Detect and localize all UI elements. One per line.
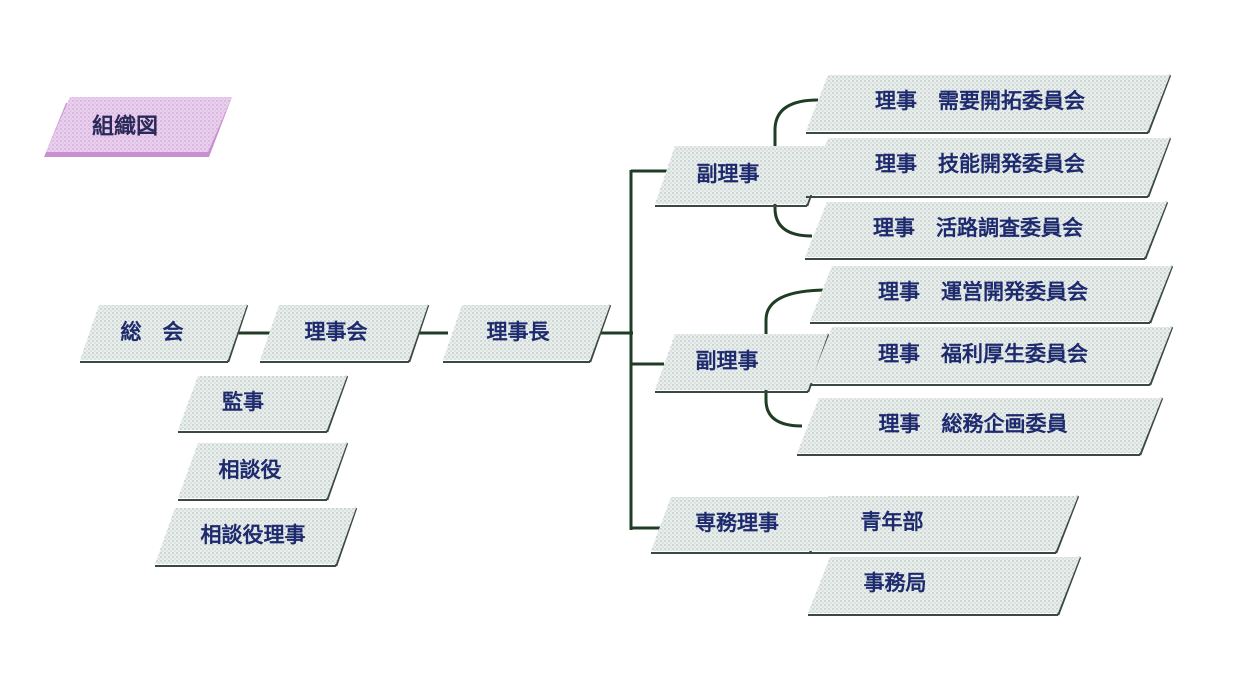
node-kanji: 監事	[178, 375, 349, 433]
node-committee-4: 理事 運営開発委員会	[810, 265, 1174, 324]
node-seinenbu-label: 青年部	[861, 510, 924, 534]
node-soudanyaku-riji-label: 相談役理事	[201, 523, 306, 547]
node-fukuriji-1: 副理事	[655, 145, 830, 207]
node-committee-3-label: 理事 活路調査委員会	[873, 216, 1083, 240]
node-committee-2: 理事 技能開発委員会	[806, 137, 1172, 198]
node-senmu-riji: 専務理事	[651, 496, 832, 554]
node-committee-4-label: 理事 運営開発委員会	[878, 280, 1088, 304]
node-fukuriji-2-label: 副理事	[696, 349, 759, 373]
node-jimukyoku-label: 事務局	[864, 571, 927, 595]
title-badge: 組織図	[44, 97, 232, 157]
node-committee-5-label: 理事 福利厚生委員会	[878, 342, 1088, 366]
node-soukai: 総 会	[80, 304, 249, 363]
node-fukuriji-2: 副理事	[655, 333, 830, 393]
node-soudanyaku-label: 相談役	[219, 458, 282, 482]
node-committee-2-label: 理事 技能開発委員会	[875, 152, 1085, 176]
page-title: 組織図	[92, 114, 158, 140]
node-rijikai: 理事会	[260, 304, 430, 363]
node-committee-5: 理事 福利厚生委員会	[810, 326, 1174, 386]
node-committee-6-label: 理事 総務企画委員	[879, 412, 1068, 436]
node-seinenbu: 青年部	[807, 495, 1080, 554]
node-soudanyaku-riji: 相談役理事	[155, 507, 358, 567]
node-kanji-label: 監事	[222, 390, 264, 414]
node-committee-3: 理事 活路調査委員会	[805, 201, 1169, 260]
node-committee-1: 理事 需要開拓委員会	[806, 74, 1172, 134]
node-soudanyaku: 相談役	[178, 442, 349, 501]
node-senmu-riji-label: 専務理事	[695, 511, 779, 535]
node-rijichou: 理事長	[443, 304, 612, 363]
node-fukuriji-1-label: 副理事	[697, 162, 760, 186]
node-rijichou-label: 理事長	[487, 320, 551, 344]
node-jimukyoku: 事務局	[808, 556, 1082, 616]
connector-fukuriji-2-committees	[764, 288, 829, 428]
node-committee-6: 理事 総務企画委員	[797, 397, 1164, 456]
connectors	[236, 98, 829, 530]
node-rijikai-label: 理事会	[305, 320, 368, 344]
node-committee-1-label: 理事 需要開拓委員会	[875, 89, 1085, 113]
node-soukai-label: 総 会	[121, 320, 184, 344]
connector-fukuriji-1-committees	[773, 98, 819, 238]
